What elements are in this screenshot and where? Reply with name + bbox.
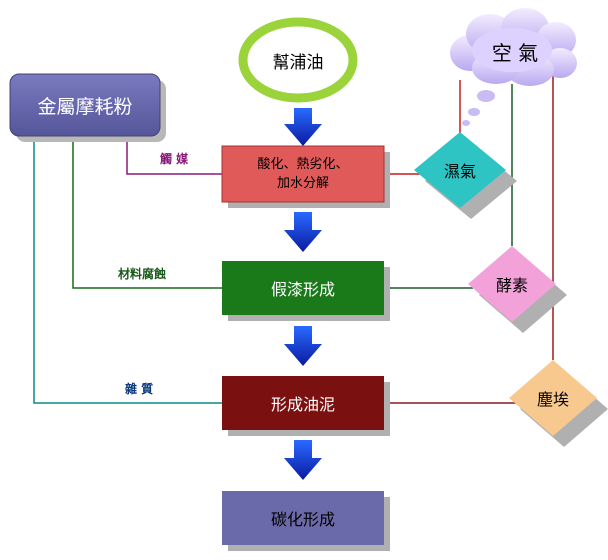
enzyme-node <box>468 246 567 333</box>
carbon-node <box>222 491 390 551</box>
moisture-label: 濕氣 <box>443 162 476 181</box>
decomp-label-line-1: 酸化、熱劣化、 <box>257 157 349 172</box>
flow-arrow-4 <box>284 440 322 480</box>
corrosion-line <box>72 142 222 289</box>
air-node <box>450 8 577 126</box>
air-label: 空 氣 <box>491 40 539 65</box>
carbon-label: 碳化形成 <box>270 510 335 529</box>
flow-arrow-2 <box>284 212 322 252</box>
dust-label: 塵埃 <box>536 390 569 409</box>
flow-arrow-1 <box>284 108 322 146</box>
metal-label: 金屬摩耗粉 <box>37 95 133 118</box>
impurity-label: 雜 質 <box>125 382 154 396</box>
gel-node <box>222 261 390 321</box>
enzyme-label: 酵素 <box>495 276 528 295</box>
catalyst-line <box>126 142 222 175</box>
dust-node <box>509 360 608 447</box>
corrosion-label: 材料腐蝕 <box>118 267 167 281</box>
decomp-node <box>221 145 390 208</box>
lubricant-node <box>238 17 358 103</box>
sludge-node <box>222 376 390 436</box>
moisture-node <box>414 132 517 219</box>
flow-arrow-3 <box>284 326 322 366</box>
sludge-label: 形成油泥 <box>270 395 335 414</box>
impurity-line <box>33 142 222 404</box>
metal-node <box>9 73 166 142</box>
decomp-label-line-2: 加水分解 <box>276 176 329 191</box>
gel-label: 假漆形成 <box>270 280 335 299</box>
catalyst-label: 觸 媒 <box>160 152 189 166</box>
decomp-label: 酸化、熱劣化、 加水分解 <box>222 146 384 202</box>
lubricant-label: 幫浦油 <box>272 52 324 73</box>
